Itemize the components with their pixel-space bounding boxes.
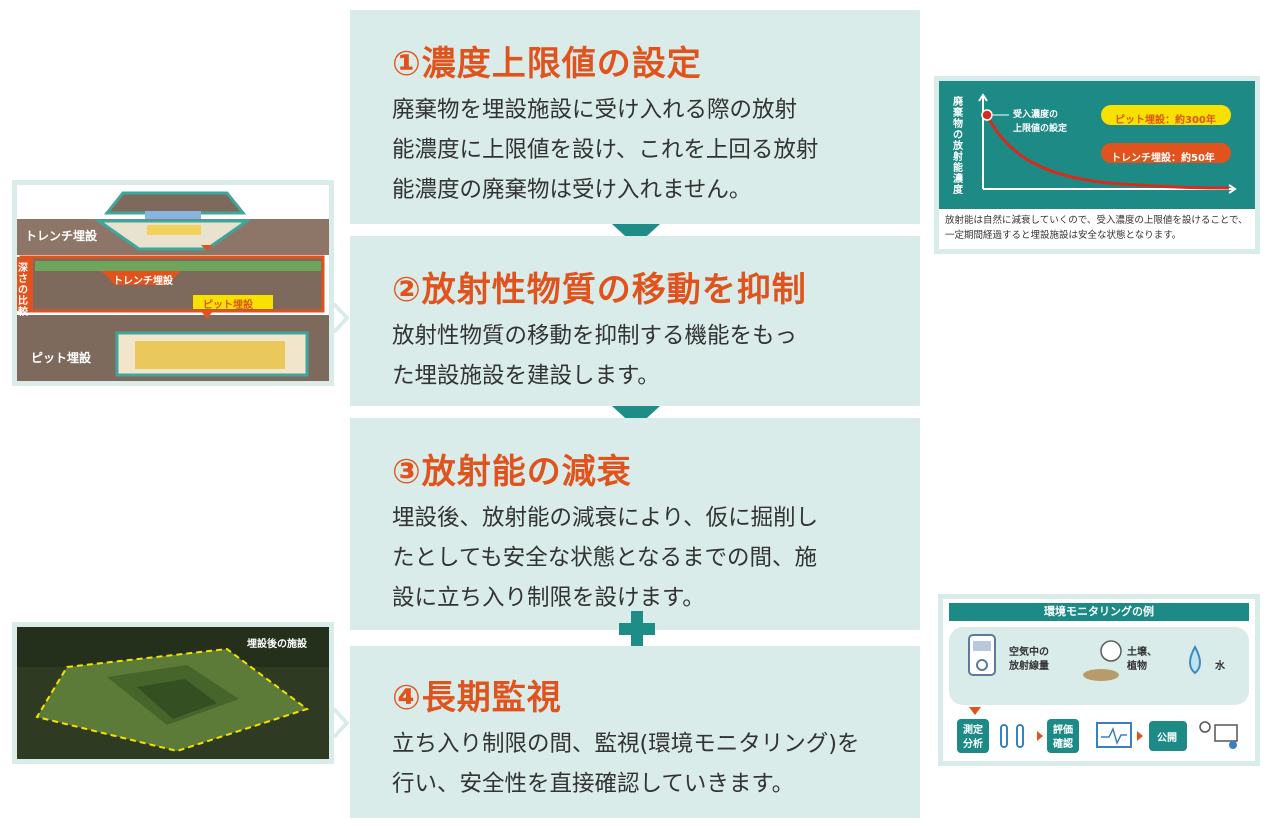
trench-tag: トレンチ埋設 [113,276,173,287]
measure-label-2: 分析 [963,739,983,750]
step-3-body: 埋設後、放射能の減衰により、仮に掘削し たとしても安全な状態となるまでの間、施 … [392,505,819,611]
step-4-title: ④長期監視 [392,678,562,718]
badge-trench: トレンチ埋設：約50年 [1111,153,1215,164]
plus-icon [619,611,655,647]
step-1-body: 廃棄物を埋設施設に受け入れる際の放射 能濃度に上限値を設け、これを上回る放射 能… [392,97,819,203]
step-2-panel: ②放射性物質の移動を抑制 放射性物質の移動を抑制する機能をもっ た埋設施設を建設… [350,236,920,406]
connector-depth [333,303,349,333]
publish-label: 公開 [1157,733,1177,744]
monitoring-header: 環境モニタリングの例 [949,603,1249,621]
trench-label: トレンチ埋設 [25,229,98,243]
water-label: 水 [1215,661,1225,672]
depth-comparison-illustration [17,185,329,381]
step-4-panel: ④長期監視 立ち入り制限の間、監視(環境モニタリング)を 行い、安全性を直接確認… [350,646,920,818]
step-3-panel: ③放射能の減衰 埋設後、放射能の減衰により、仮に掘削し たとしても安全な状態とな… [350,418,920,630]
step-4-body: 立ち入り制限の間、監視(環境モニタリング)を 行い、安全性を直接確認していきます… [392,731,860,797]
monitoring-figure: 環境モニタリングの例 空気中の 放射線量 土壌、 植物 水 測定 分析 評価 確… [938,594,1260,766]
depth-compare-label: 深さの比較 [18,263,28,318]
depth-comparison-figure: トレンチ埋設 深さの比較 トレンチ埋設 ピット埋設 ピット埋設 [12,180,334,386]
decay-chart-plot [978,93,1237,194]
decay-point-label-1: 受入濃度の [1013,110,1059,120]
decay-point-label-2: 上限値の設定 [1013,124,1068,134]
air-label-2: 放射線量 [1009,661,1049,672]
connector-photo [333,708,349,738]
soil-label-2: 植物 [1127,661,1147,672]
eval-label-1: 評価 [1053,725,1073,736]
monitoring-icons [957,634,1238,753]
air-label-1: 空気中の [1009,647,1049,658]
photo-label: 埋設後の施設 [247,639,307,650]
step-3-title: ③放射能の減衰 [392,452,632,492]
step-2-title: ②放射性物質の移動を抑制 [392,270,807,310]
pit-label: ピット埋設 [31,351,92,365]
facility-photo [17,627,329,759]
decay-chart-figure: 廃棄物の放射能濃度 受入濃度の 上限値の設定 ピット埋設：約300年 トレンチ埋… [934,76,1260,254]
step-1-title: ①濃度上限値の設定 [392,44,702,84]
measure-label-1: 測定 [963,725,983,736]
step-1-panel: ①濃度上限値の設定 廃棄物を埋設施設に受け入れる際の放射 能濃度に上限値を設け、… [350,10,920,224]
step-2-body: 放射性物質の移動を抑制する機能をもっ た埋設施設を建設します。 [392,323,798,389]
pit-tag: ピット埋設 [203,300,253,311]
decay-caption: 放射能は自然に減衰していくので、受入濃度の上限値を設けることで、一定期間経過する… [945,215,1248,241]
badge-pit: ピット埋設：約300年 [1115,115,1216,126]
facility-photo-frame: 埋設後の施設 [12,622,334,764]
eval-label-2: 確認 [1053,739,1073,750]
soil-label-1: 土壌、 [1127,647,1157,658]
decay-ylabel: 廃棄物の放射能濃度 [953,97,963,196]
